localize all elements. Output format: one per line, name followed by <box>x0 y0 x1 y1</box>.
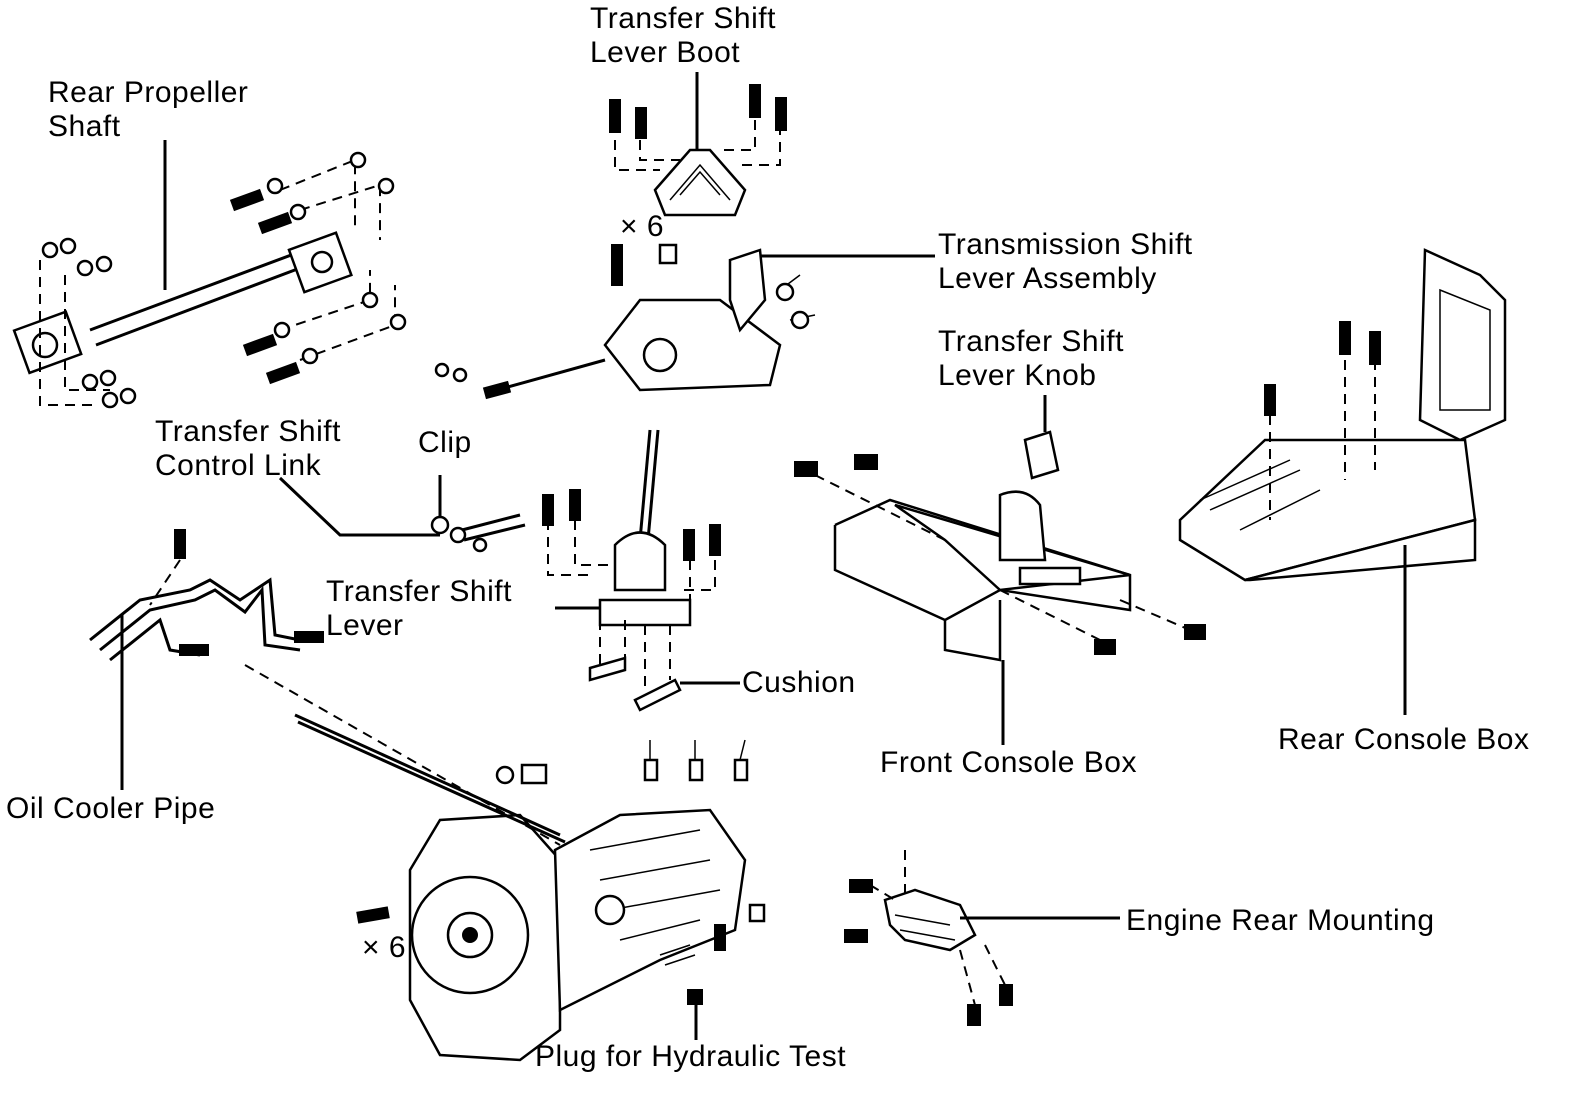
rear-propeller-shaft-part <box>12 151 407 409</box>
clip-and-control-link-part <box>430 475 526 553</box>
label-line: Shaft <box>48 110 121 143</box>
transmission-assembly-part <box>244 664 766 1062</box>
cushion-part <box>633 678 682 712</box>
label-transfer-shift-lever-knob: Transfer Shift Lever Knob <box>938 325 1124 393</box>
label-line: Lever Boot <box>590 36 741 69</box>
engine-rear-mounting-part <box>844 850 1013 1026</box>
oil-cooler-pipe-part <box>89 529 324 662</box>
label-qty-shift-lever-bolts: × 6 <box>620 210 665 243</box>
transfer-shift-lever-part <box>542 429 721 690</box>
label-oil-cooler-pipe: Oil Cooler Pipe <box>6 792 216 825</box>
control-link-leader <box>278 476 440 537</box>
label-transfer-shift-control-link: Transfer Shift Control Link <box>155 415 341 483</box>
label-line: Transfer Shift <box>938 325 1124 358</box>
transfer-shift-lever-knob-part <box>1023 430 1060 480</box>
label-cushion: Cushion <box>742 666 856 699</box>
label-transmission-shift-lever-assembly: Transmission Shift Lever Assembly <box>938 228 1193 296</box>
label-transfer-shift-lever-boot: Transfer Shift Lever Boot <box>590 2 776 70</box>
transmission-shift-lever-assembly-part <box>434 243 816 400</box>
label-transfer-shift-lever: Transfer Shift Lever <box>326 575 512 643</box>
label-line: Transmission Shift <box>938 228 1193 261</box>
label-engine-rear-mounting: Engine Rear Mounting <box>1126 904 1435 937</box>
label-rear-propeller-shaft: Rear Propeller Shaft <box>48 76 248 144</box>
label-front-console-box: Front Console Box <box>880 746 1137 779</box>
label-rear-console-box: Rear Console Box <box>1278 723 1530 756</box>
rear-console-box-part <box>1178 248 1507 582</box>
label-clip: Clip <box>418 426 472 459</box>
front-console-box-part <box>794 454 1206 662</box>
label-line: Lever Assembly <box>938 262 1157 295</box>
label-line: Transfer Shift <box>590 2 776 35</box>
label-line: Rear Propeller <box>48 76 249 109</box>
label-line: Control Link <box>155 449 322 482</box>
label-line: Transfer Shift <box>326 575 512 608</box>
label-line: Lever <box>326 609 404 642</box>
label-qty-transmission-bolts: × 6 <box>362 931 407 964</box>
transfer-shift-lever-boot-part <box>609 84 787 217</box>
label-plug-for-hydraulic-test: Plug for Hydraulic Test <box>535 1040 847 1073</box>
label-line: Lever Knob <box>938 359 1097 392</box>
label-line: Transfer Shift <box>155 415 341 448</box>
